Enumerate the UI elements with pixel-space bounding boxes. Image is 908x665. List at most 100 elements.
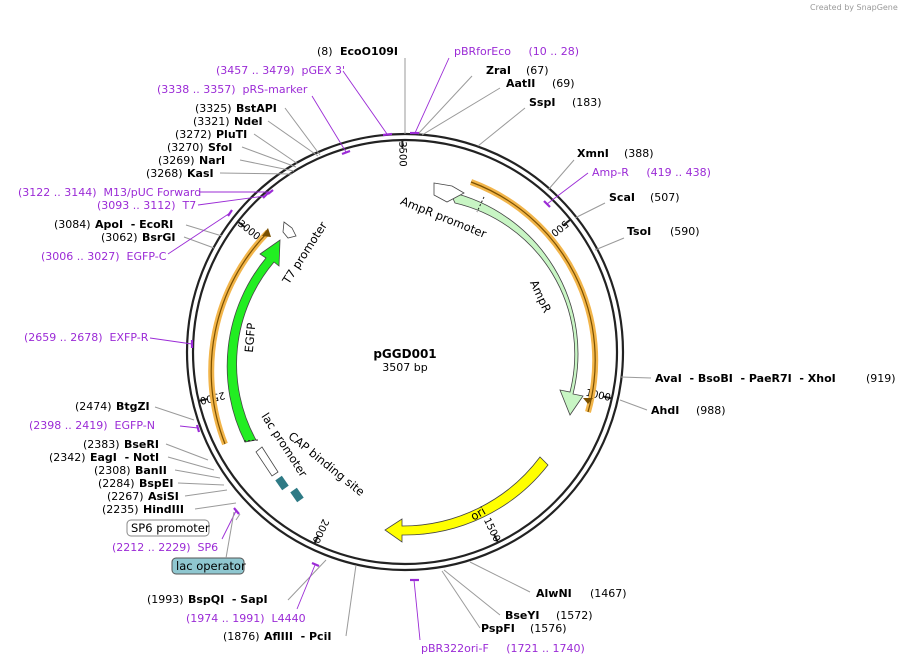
site-pos-apoi: (3084) [54, 218, 91, 231]
primer-exfp-r[interactable]: (2659 .. 2678) EXFP-R [24, 331, 149, 344]
site-tsoi[interactable]: TsoI [627, 225, 651, 238]
site-pos-alwni: (1467) [590, 587, 627, 600]
tick-mark [562, 218, 572, 226]
primer-leaders [149, 57, 589, 641]
site-aatii[interactable]: AatII [506, 77, 535, 90]
primer-prs-marker[interactable]: (3338 .. 3357) pRS-marker [157, 83, 308, 96]
site-sspi[interactable]: SspI [529, 96, 555, 109]
site-zrai[interactable]: ZraI [486, 64, 511, 77]
site-pos-zrai: (67) [526, 64, 549, 77]
site-pos-sspi: (183) [572, 96, 602, 109]
site-pos-bstapi: (3325) [195, 102, 232, 115]
site-ndei[interactable]: NdeI [234, 115, 263, 128]
lac-operator-mark[interactable] [275, 475, 289, 491]
plasmid-length: 3507 bp [382, 361, 427, 374]
t7-promoter-arrow[interactable] [282, 221, 297, 239]
site-alwni[interactable]: AlwNI [536, 587, 572, 600]
site-pos-bsrgi: (3062) [101, 231, 138, 244]
primer-pbr322ori-f[interactable]: pBR322ori-F (1721 .. 1740) [421, 642, 585, 655]
tick-mark [602, 395, 613, 400]
tick-mark [237, 220, 246, 228]
primer-amp-r[interactable]: Amp-R (419 .. 438) [592, 166, 711, 179]
orf-egfp-arrowhead [262, 228, 271, 237]
site-pos-ecoo109i: (8) [317, 45, 333, 58]
site-pos-pspfi: (1576) [530, 622, 567, 635]
tick-mark [313, 535, 320, 545]
site-ahdi[interactable]: AhdI [651, 404, 679, 417]
site-pos-bseri: (2383) [83, 438, 120, 451]
lac-promoter-arrow[interactable] [255, 446, 279, 477]
site-pos-aatii: (69) [552, 77, 575, 90]
site-pos-btgzi: (2474) [75, 400, 112, 413]
sp6-promoter-label: SP6 promoter [131, 521, 210, 535]
egfp-feature-arrow[interactable] [226, 239, 281, 443]
cap-site-mark[interactable] [290, 487, 304, 503]
site-afliii-pcii[interactable]: AflIII - PciI [264, 630, 331, 643]
orf-ampr-line [470, 181, 596, 413]
site-ecoo109i[interactable]: EcoO109I [340, 45, 398, 58]
site-pos-ndei: (3321) [193, 115, 230, 128]
site-pos-ava-group: (919) [866, 372, 896, 385]
site-pos-scai: (507) [650, 191, 680, 204]
site-pos-bspqi: (1993) [147, 593, 184, 606]
site-eagi-noti[interactable]: EagI - NotI [90, 451, 159, 464]
primer-t7[interactable]: (3093 .. 3112) T7 [97, 199, 196, 212]
site-pos-hindiii: (2235) [102, 503, 139, 516]
site-bsrgi[interactable]: BsrGI [142, 231, 175, 244]
site-bstapi[interactable]: BstAPI [236, 102, 277, 115]
site-apoi-ecori[interactable]: ApoI - EcoRI [95, 218, 173, 231]
site-btgzi[interactable]: BtgZI [116, 400, 150, 413]
lac-operator-leader [225, 511, 235, 559]
site-pos-bseyi: (1572) [556, 609, 593, 622]
site-pos-xmni: (388) [624, 147, 654, 160]
site-nari[interactable]: NarI [199, 154, 225, 167]
lac-operator-box[interactable] [171, 557, 245, 575]
site-pluti[interactable]: PluTI [216, 128, 247, 141]
site-pos-bspei: (2284) [98, 477, 135, 490]
primer-pbrforeco[interactable]: pBRforEco (10 .. 28) [454, 45, 579, 58]
site-pos-sfoi: (3270) [167, 141, 204, 154]
egfp-label: EGFP [242, 322, 259, 353]
site-pos-tsoi: (590) [670, 225, 700, 238]
primer-egfp-c[interactable]: (3006 .. 3027) EGFP-C [41, 250, 167, 263]
site-pspfi[interactable]: PspFI [481, 622, 515, 635]
site-pos-ahdi: (988) [696, 404, 726, 417]
primer-l4440[interactable]: (1974 .. 1991) L4440 [186, 612, 306, 625]
primer-marks [190, 131, 551, 582]
ampr-boundary [476, 196, 485, 213]
site-bseyi[interactable]: BseYI [505, 609, 539, 622]
site-leaders [154, 58, 652, 637]
site-pos-eagi: (2342) [49, 451, 86, 464]
ampr-promoter-arrow[interactable] [433, 182, 465, 203]
primer-egfp-n[interactable]: (2398 .. 2419) EGFP-N [29, 419, 155, 432]
primer-m13-puc-forward[interactable]: (3122 .. 3144) M13/pUC Forward [18, 186, 201, 199]
plasmid-name: pGGD001 [373, 347, 436, 361]
site-banii[interactable]: BanII [135, 464, 167, 477]
site-scai[interactable]: ScaI [609, 191, 635, 204]
site-bspqi-sapi[interactable]: BspQI - SapI [188, 593, 268, 606]
site-kasi[interactable]: KasI [187, 167, 214, 180]
tick-label: 1500 [481, 516, 502, 544]
site-hindiii[interactable]: HindIII [143, 503, 184, 516]
site-ava-group[interactable]: AvaI - BsoBI - PaeR7I - XhoI [655, 372, 836, 385]
orf-ampr-arrowhead [583, 398, 593, 404]
site-bseri[interactable]: BseRI [124, 438, 159, 451]
site-asisi[interactable]: AsiSI [148, 490, 179, 503]
ori-label: ori [468, 504, 488, 524]
ampr-feature-arrow[interactable] [449, 191, 584, 416]
site-pos-pluti: (3272) [175, 128, 212, 141]
tick-label: 3500 [396, 141, 407, 167]
site-bspei[interactable]: BspEI [139, 477, 173, 490]
site-pos-banii: (2308) [94, 464, 131, 477]
sp6-promoter-box[interactable] [126, 519, 210, 537]
tick-mark [198, 397, 208, 402]
site-xmni[interactable]: XmnI [577, 147, 609, 160]
tick-mark [493, 533, 499, 543]
orf-egfp-line [210, 231, 269, 445]
site-pos-asisi: (2267) [107, 490, 144, 503]
primer-sp6[interactable]: (2212 .. 2229) SP6 [112, 541, 218, 554]
primer-pgex-3[interactable]: (3457 .. 3479) pGEX 3' [216, 64, 345, 77]
site-sfoi[interactable]: SfoI [208, 141, 232, 154]
ori-feature-arrow[interactable] [384, 456, 549, 543]
